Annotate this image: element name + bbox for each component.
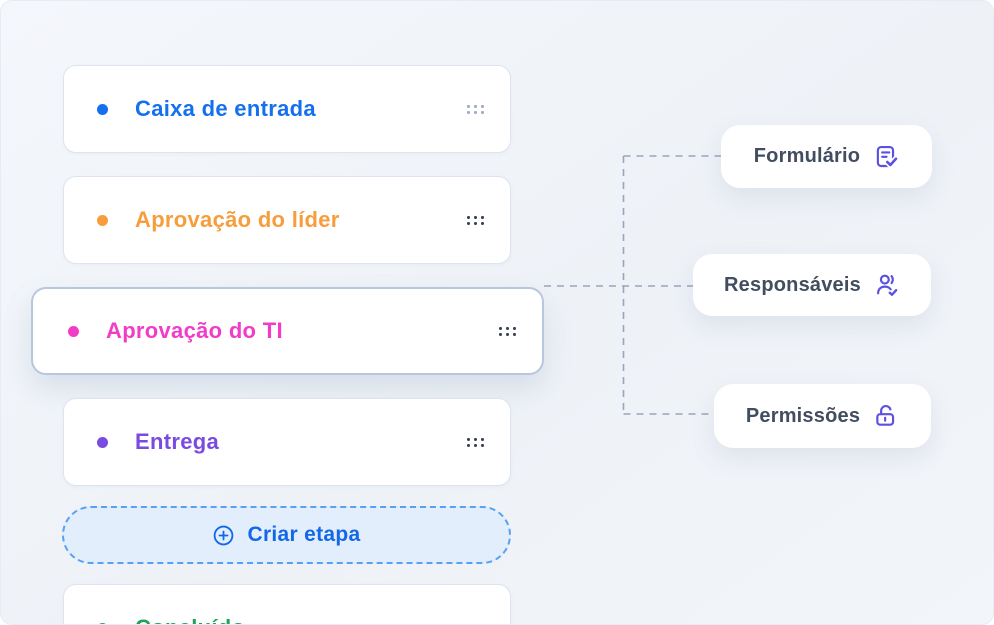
stage-card-concluido[interactable]: Concluído [63, 584, 511, 624]
stage-card-aprovacao-do-ti-selected[interactable]: Aprovação do TI [31, 287, 544, 375]
option-card-permissoes[interactable]: Permissões [714, 384, 931, 448]
stage-label: Caixa de entrada [135, 96, 316, 121]
stage-card-entrega[interactable]: Entrega [63, 398, 511, 486]
user-check-icon [876, 274, 899, 298]
option-label: Permissões [745, 404, 861, 427]
stage-color-dot [68, 325, 79, 337]
stage-label: Aprovação do TI [106, 318, 283, 343]
option-label: Formulário [753, 145, 861, 167]
plus-circle-icon [214, 525, 234, 545]
drag-handle-icon[interactable] [467, 215, 484, 225]
stage-color-dot [97, 622, 108, 624]
drag-handle-icon[interactable] [499, 326, 516, 336]
create-stage-button[interactable]: Criar etapa [62, 506, 511, 564]
drag-handle-icon[interactable] [467, 437, 484, 447]
stage-color-dot [97, 436, 108, 448]
stage-label: Entrega [135, 429, 220, 454]
drag-handle-icon[interactable] [467, 623, 484, 624]
stage-color-dot [97, 214, 108, 226]
option-card-responsaveis[interactable]: Responsáveis [693, 254, 931, 316]
option-label: Responsáveis [724, 273, 861, 296]
create-stage-label: Criar etapa [247, 523, 361, 546]
stage-color-dot [97, 103, 108, 115]
form-check-icon [877, 145, 900, 168]
stage-card-caixa-de-entrada[interactable]: Caixa de entrada [63, 65, 511, 153]
drag-handle-icon[interactable] [467, 104, 484, 114]
stage-card-aprovacao-do-lider[interactable]: Aprovação do líder [63, 176, 511, 264]
unlock-icon [876, 405, 895, 426]
option-card-formulario[interactable]: Formulário [721, 125, 932, 188]
stage-label: Concluído [135, 615, 245, 624]
stage-label: Aprovação do líder [135, 207, 340, 232]
